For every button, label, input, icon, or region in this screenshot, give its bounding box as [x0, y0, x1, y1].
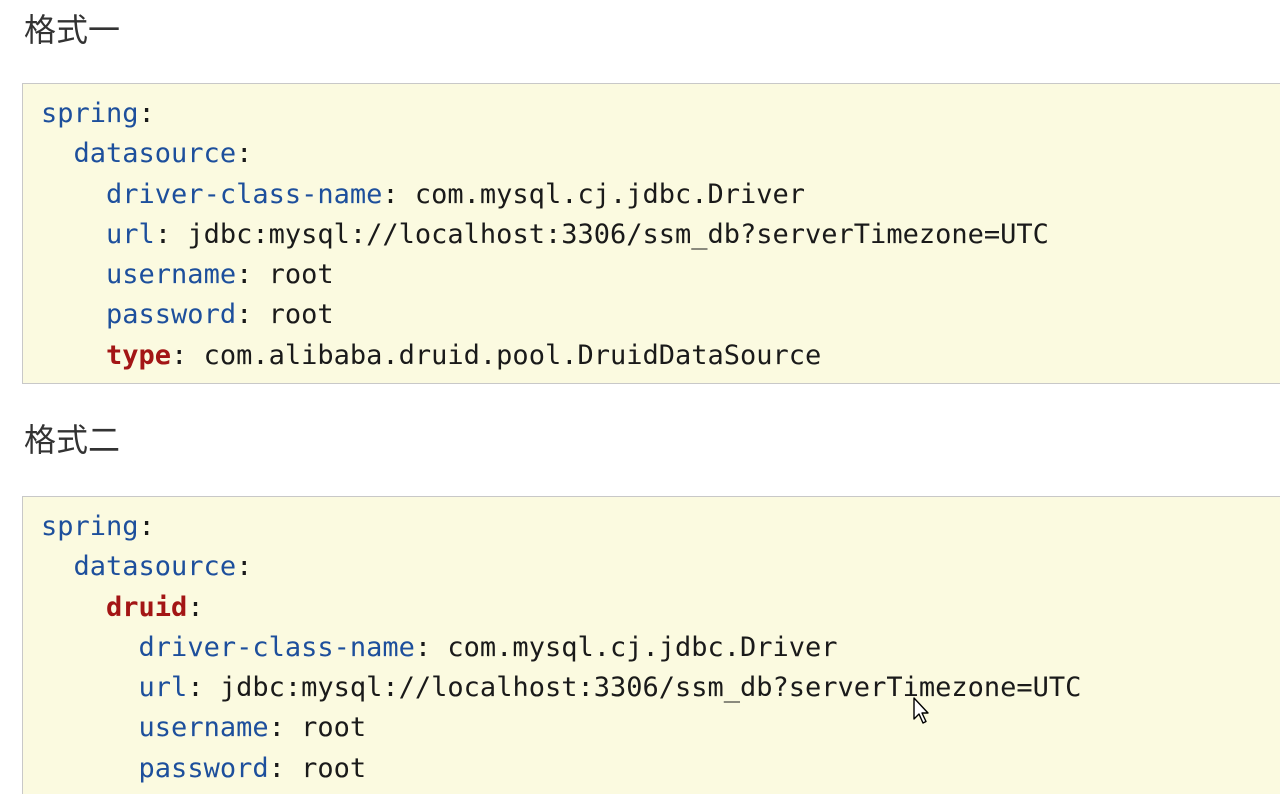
- code-line: driver-class-name: com.mysql.cj.jdbc.Dri…: [138, 631, 838, 663]
- code-line: druid:: [106, 591, 204, 623]
- yaml-value: com.mysql.cj.jdbc.Driver: [431, 631, 838, 663]
- yaml-value: root: [284, 712, 367, 744]
- yaml-key: url: [138, 672, 188, 704]
- code-block-format-one[interactable]: spring: datasource: driver-class-name: c…: [22, 83, 1280, 384]
- code-block-format-two[interactable]: spring: datasource: druid: driver-class-…: [22, 496, 1280, 794]
- yaml-key: password: [106, 299, 237, 331]
- mouse-pointer-icon: [913, 697, 929, 724]
- code-line: password: root: [106, 299, 334, 331]
- code-line: driver-class-name: com.mysql.cj.jdbc.Dri…: [106, 178, 806, 210]
- yaml-key: datasource: [73, 551, 237, 583]
- code-line: url: jdbc:mysql://localhost:3306/ssm_db?…: [138, 672, 1082, 704]
- yaml-value: root: [252, 299, 334, 331]
- yaml-key: spring: [41, 511, 139, 542]
- yaml-key: datasource: [73, 138, 237, 170]
- code-line: url: jdbc:mysql://localhost:3306/ssm_db?…: [106, 218, 1049, 250]
- code-line: type: com.alibaba.druid.pool.DruidDataSo…: [106, 339, 822, 371]
- yaml-value: root: [284, 752, 367, 784]
- yaml-key: username: [106, 259, 237, 291]
- yaml-value: root: [252, 259, 334, 291]
- section-heading-format-two: 格式二: [24, 421, 121, 459]
- code-line: spring:: [41, 511, 155, 542]
- code-line: spring:: [41, 98, 155, 129]
- yaml-key: driver-class-name: [106, 178, 383, 210]
- code-line: password: root: [138, 752, 367, 784]
- yaml-keyword: druid: [106, 591, 188, 623]
- yaml-value: com.alibaba.druid.pool.DruidDataSource: [187, 339, 822, 371]
- yaml-value: jdbc:mysql://localhost:3306/ssm_db?serve…: [203, 672, 1082, 704]
- yaml-value: com.mysql.cj.jdbc.Driver: [398, 178, 806, 210]
- code-line: username: root: [106, 259, 334, 291]
- yaml-key: username: [138, 712, 269, 744]
- yaml-key: password: [138, 752, 269, 784]
- code-line: datasource:: [73, 551, 253, 583]
- code-line: username: root: [138, 712, 367, 744]
- code-line: datasource:: [73, 138, 253, 170]
- yaml-key: spring: [41, 98, 139, 129]
- yaml-value: jdbc:mysql://localhost:3306/ssm_db?serve…: [171, 218, 1049, 250]
- section-heading-format-one: 格式一: [24, 11, 121, 49]
- yaml-key: url: [106, 218, 155, 250]
- yaml-keyword: type: [106, 339, 172, 371]
- yaml-key: driver-class-name: [138, 631, 415, 663]
